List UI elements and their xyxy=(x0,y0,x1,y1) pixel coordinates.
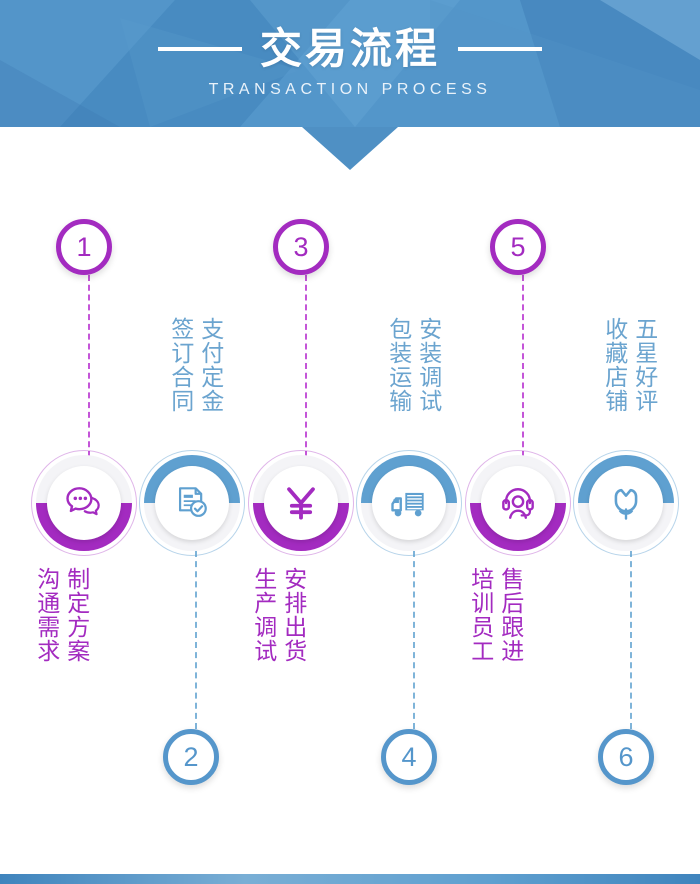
step-number-4-label: 4 xyxy=(401,741,417,772)
connector-step-5 xyxy=(522,275,524,457)
delivery-truck-icon xyxy=(391,492,424,517)
step-label-secondary-2: 签订合同 xyxy=(166,317,193,413)
ring-halo-1 xyxy=(31,450,137,556)
page-title: 交易流程 xyxy=(259,24,440,73)
header-notch-triangle xyxy=(302,127,398,170)
step-icon-circle-4[interactable] xyxy=(356,450,462,556)
step-number-5[interactable]: 5 xyxy=(490,219,546,275)
ring-halo-3 xyxy=(248,450,354,556)
step-icon-circle-6[interactable] xyxy=(573,450,679,556)
step-number-2[interactable]: 2 xyxy=(163,729,219,785)
customer-service-headset-icon xyxy=(502,488,534,519)
page-header: 交易流程 TRANSACTION PROCESS xyxy=(0,0,700,127)
step-number-4[interactable]: 4 xyxy=(381,729,437,785)
flower-tulip-icon xyxy=(614,488,638,520)
step-label-secondary-4: 包装运输 xyxy=(384,317,411,413)
yuan-currency-icon xyxy=(287,487,315,520)
step-label-primary-4: 安装调试 xyxy=(414,317,441,413)
step-label-primary-1: 制定方案 xyxy=(62,567,89,663)
step-label-primary-3: 安排出货 xyxy=(279,567,306,663)
step-icon-circle-1[interactable] xyxy=(31,450,137,556)
ring-inner-2 xyxy=(155,466,229,540)
step-icon-circle-2[interactable] xyxy=(139,450,245,556)
ring-inner-5 xyxy=(481,466,555,540)
connector-step-3 xyxy=(305,275,307,457)
ring-inner-4 xyxy=(372,466,446,540)
step-label-primary-6: 五星好评 xyxy=(630,317,657,413)
ring-halo-5 xyxy=(465,450,571,556)
step-label-primary-5: 售后跟进 xyxy=(496,567,523,663)
header-text-block: 交易流程 TRANSACTION PROCESS xyxy=(0,0,700,127)
ring-inner-1 xyxy=(47,466,121,540)
chat-bubble-icon xyxy=(66,487,100,516)
title-rule-left xyxy=(157,47,242,51)
step-number-2-label: 2 xyxy=(183,741,199,772)
step-number-6[interactable]: 6 xyxy=(598,729,654,785)
step-number-6-label: 6 xyxy=(618,741,634,772)
title-row: 交易流程 xyxy=(157,24,542,73)
step-number-3[interactable]: 3 xyxy=(273,219,329,275)
ring-halo-4 xyxy=(356,450,462,556)
step-label-secondary-3: 生产调试 xyxy=(249,567,276,663)
connector-step-6 xyxy=(630,551,632,729)
page-subtitle: TRANSACTION PROCESS xyxy=(208,81,492,98)
step-label-secondary-1: 沟通需求 xyxy=(32,567,59,663)
header-polygon-pattern xyxy=(0,0,700,127)
step-icon-circle-3[interactable] xyxy=(248,450,354,556)
ring-halo-6 xyxy=(573,450,679,556)
ring-inner-3 xyxy=(264,466,338,540)
step-number-3-label: 3 xyxy=(293,231,309,262)
step-label-secondary-6: 收藏店铺 xyxy=(600,317,627,413)
step-number-1[interactable]: 1 xyxy=(56,219,112,275)
process-flow: 1 制定方案 沟通需求 2 xyxy=(0,127,700,837)
step-number-1-label: 1 xyxy=(76,231,92,262)
step-icon-circle-5[interactable] xyxy=(465,450,571,556)
connector-step-2 xyxy=(195,551,197,729)
contract-document-check-icon xyxy=(178,487,207,517)
connector-step-1 xyxy=(88,275,90,457)
footer-bar xyxy=(0,874,700,884)
step-number-5-label: 5 xyxy=(510,231,526,262)
step-label-primary-2: 支付定金 xyxy=(196,317,223,413)
title-rule-right xyxy=(458,47,542,51)
step-label-secondary-5: 培训员工 xyxy=(466,567,493,663)
connector-step-4 xyxy=(413,551,415,729)
ring-halo-2 xyxy=(139,450,245,556)
ring-inner-6 xyxy=(589,466,663,540)
